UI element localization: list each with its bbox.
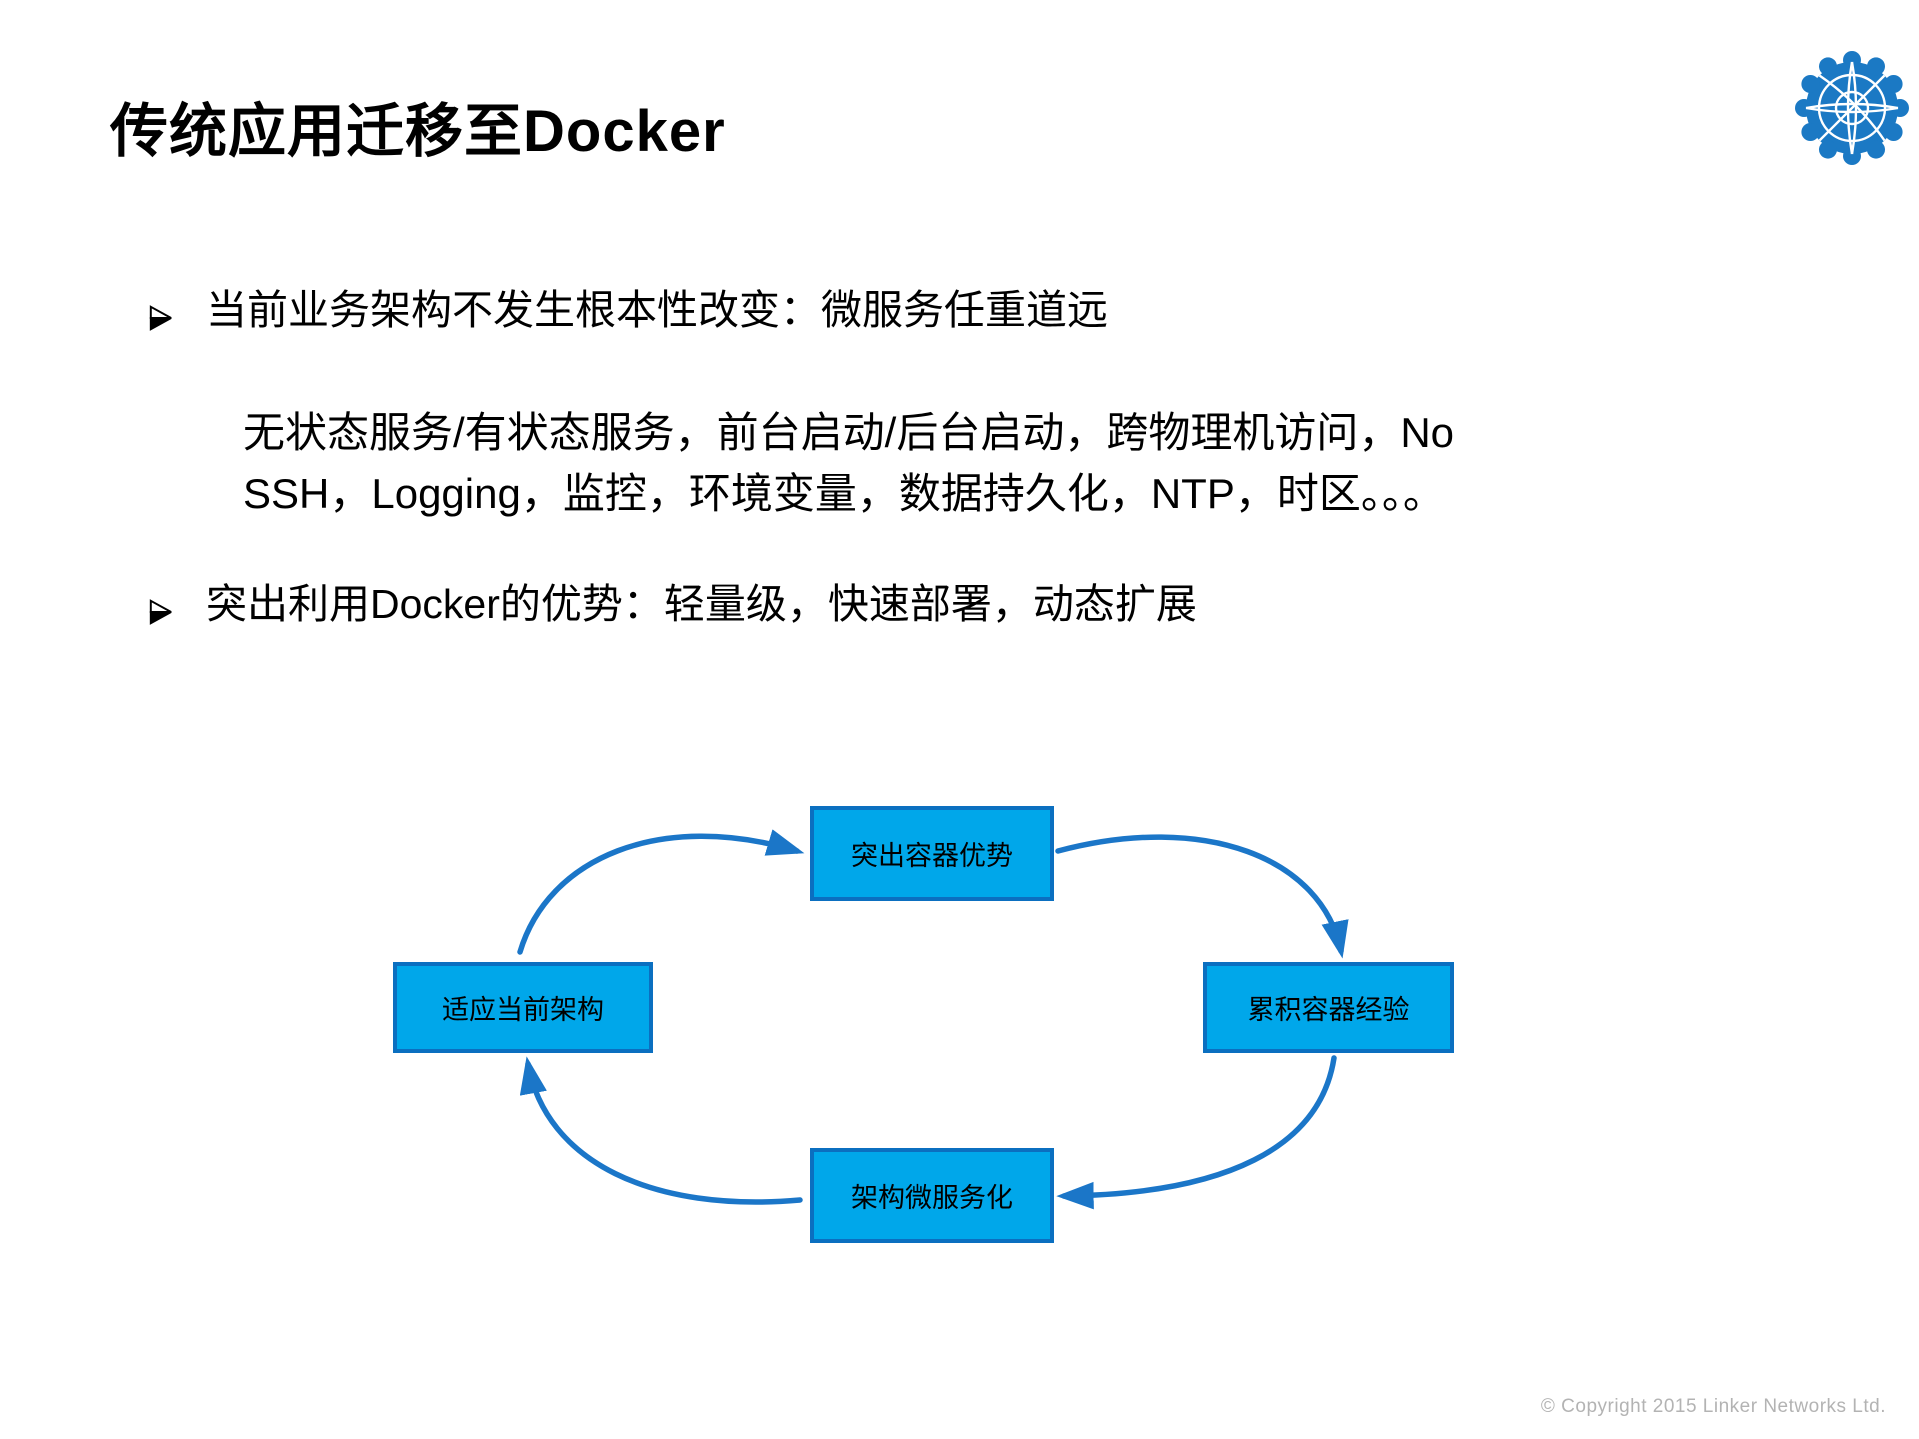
bullet-text: 突出利用Docker的优势：轻量级，快速部署，动态扩展 xyxy=(206,581,1197,627)
bullet-text: 当前业务架构不发生根本性改变：微服务任重道远 xyxy=(206,287,1108,333)
arrowhead-bullet-icon xyxy=(148,294,176,343)
slide-title: 传统应用迁移至Docker xyxy=(110,99,726,164)
bullet-item-1: 当前业务架构不发生根本性改变：微服务任重道远 xyxy=(148,286,1108,343)
footer-copyright: © Copyright 2015 Linker Networks Ltd. xyxy=(1540,1396,1886,1417)
diagram-node-right: 累积容器经验 xyxy=(1203,962,1454,1053)
diagram-node-bottom: 架构微服务化 xyxy=(810,1148,1054,1243)
diagram-node-left: 适应当前架构 xyxy=(393,962,653,1053)
arrowhead-bullet-icon xyxy=(148,588,176,637)
diagram-node-label: 架构微服务化 xyxy=(851,1183,1013,1213)
sub-bullet-line-2: SSH，Logging，监控，环境变量，数据持久化，NTP，时区。。。 xyxy=(243,470,1445,517)
diagram-node-label: 累积容器经验 xyxy=(1247,995,1410,1025)
globe-icon xyxy=(1795,51,1909,165)
bullet-item-2: 突出利用Docker的优势：轻量级，快速部署，动态扩展 xyxy=(148,580,1197,637)
diagram-node-label: 适应当前架构 xyxy=(442,995,604,1025)
arrow-top-to-right xyxy=(1055,834,1349,959)
diagram-node-label: 突出容器优势 xyxy=(851,841,1013,871)
arrow-right-to-bottom xyxy=(1056,1055,1337,1210)
diagram-node-top: 突出容器优势 xyxy=(810,806,1054,901)
sub-bullet-line-1: 无状态服务/有状态服务，前台启动/后台启动，跨物理机访问，No xyxy=(243,409,1455,456)
arrow-left-to-top xyxy=(517,829,805,955)
sub-bullet-text: 无状态服务/有状态服务，前台启动/后台启动，跨物理机访问，No SSH，Logg… xyxy=(243,402,1493,524)
arrow-bottom-to-left xyxy=(519,1056,803,1205)
linker-globe-logo xyxy=(1792,48,1912,168)
